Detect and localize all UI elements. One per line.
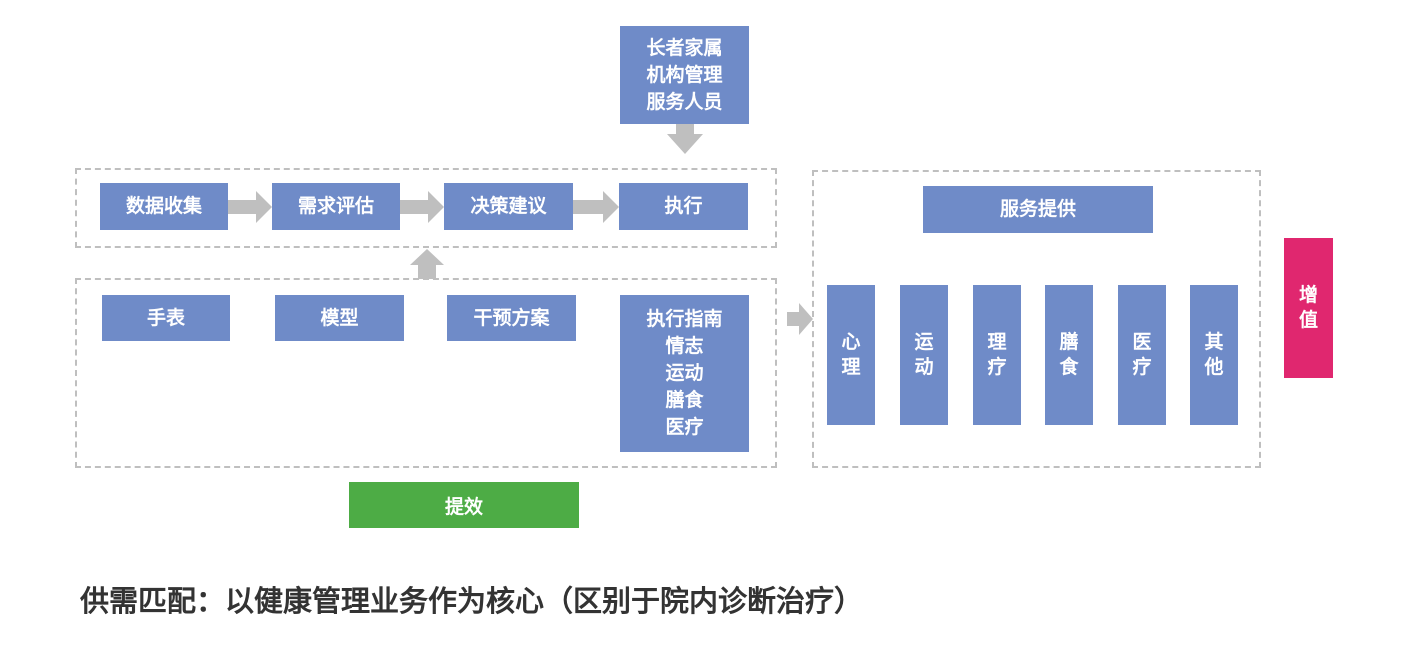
stakeholder-line: 长者家属 <box>646 36 723 59</box>
guide-line: 运动 <box>665 362 704 384</box>
service-label: 理疗 <box>987 331 1007 378</box>
value-added-label: 增值 <box>1284 238 1333 378</box>
input-model: 模型 <box>275 295 404 341</box>
up-arrow-icon <box>410 249 444 279</box>
pipeline-container <box>75 168 777 248</box>
step-data-collection: 数据收集 <box>100 183 228 230</box>
services-container <box>812 170 1261 468</box>
service-diet: 膳食 <box>1045 285 1093 425</box>
right-arrow-icon <box>573 191 619 223</box>
guide-line: 情志 <box>665 335 704 357</box>
service-exercise: 运动 <box>900 285 948 425</box>
guide-line: 医疗 <box>665 416 704 438</box>
down-arrow-icon <box>667 124 703 154</box>
stakeholder-line: 机构管理 <box>646 63 723 86</box>
service-medical: 医疗 <box>1118 285 1166 425</box>
inputs-container <box>75 278 777 468</box>
step-decision-advice: 决策建议 <box>444 183 573 230</box>
right-arrow-icon <box>400 191 444 223</box>
right-arrow-icon <box>787 303 813 335</box>
step-execute: 执行 <box>619 183 748 230</box>
stakeholders-box: 长者家属 机构管理 服务人员 <box>620 26 749 124</box>
service-label: 心理 <box>841 331 861 378</box>
service-label: 医疗 <box>1132 331 1152 378</box>
step-needs-assessment: 需求评估 <box>272 183 400 230</box>
service-label: 膳食 <box>1059 331 1079 378</box>
guide-line: 执行指南 <box>646 308 723 330</box>
right-arrow-icon <box>228 191 272 223</box>
diagram-caption: 供需匹配：以健康管理业务作为核心（区别于院内诊断治疗） <box>80 584 864 618</box>
service-other: 其他 <box>1190 285 1238 425</box>
service-label: 运动 <box>914 331 934 378</box>
input-watch: 手表 <box>102 295 230 341</box>
service-physiotherapy: 理疗 <box>973 285 1021 425</box>
service-psychology: 心理 <box>827 285 875 425</box>
execution-guide-box: 执行指南 情志 运动 膳食 医疗 <box>620 295 749 452</box>
input-intervention-plan: 干预方案 <box>447 295 576 341</box>
efficiency-label: 提效 <box>349 482 579 528</box>
services-header: 服务提供 <box>923 186 1153 233</box>
guide-line: 膳食 <box>665 389 704 411</box>
stakeholder-line: 服务人员 <box>646 90 723 113</box>
value-added-text: 增值 <box>1298 284 1318 331</box>
service-label: 其他 <box>1204 331 1224 378</box>
